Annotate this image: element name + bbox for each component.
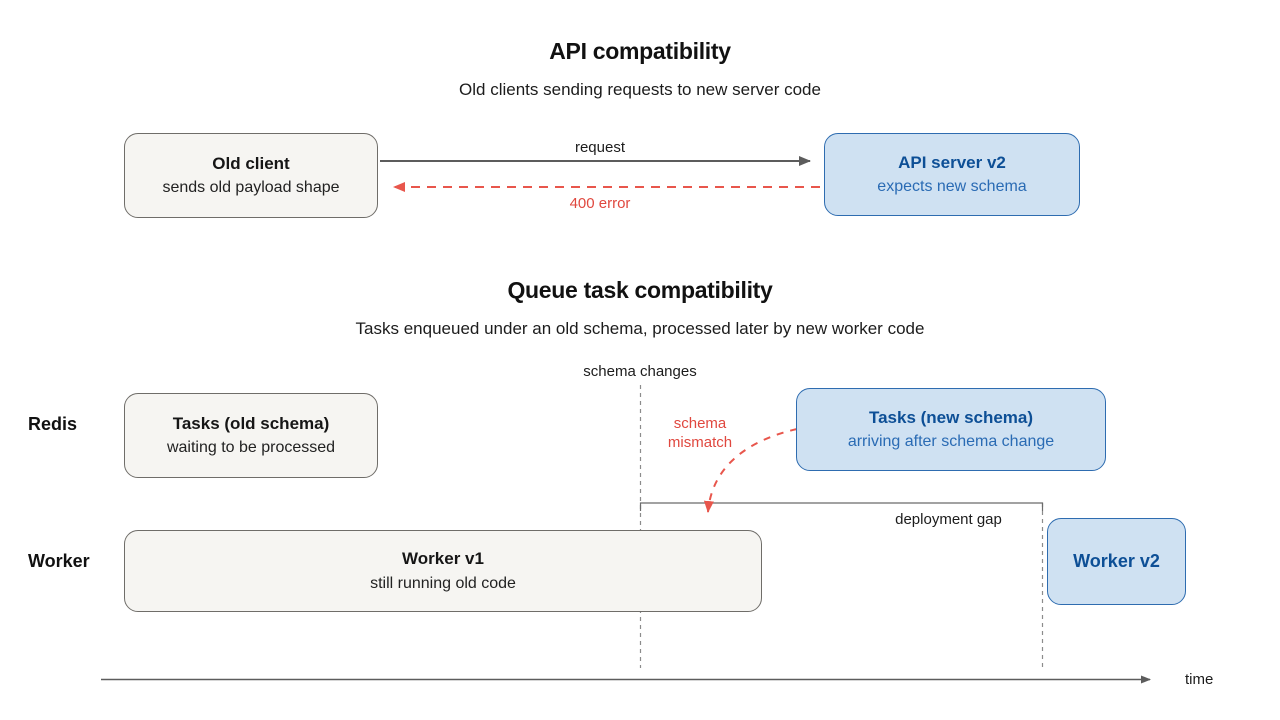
- api-server-v2-node: API server v2 expects new schema: [824, 133, 1080, 216]
- old-client-node: Old client sends old payload shape: [124, 133, 378, 218]
- tasks-old-schema-subtitle: waiting to be processed: [166, 439, 336, 457]
- tasks-old-schema-node: Tasks (old schema) waiting to be process…: [124, 393, 378, 478]
- schema-mismatch-arrow: [703, 428, 798, 513]
- worker-v1-title: Worker v1: [402, 549, 484, 569]
- api-server-v2-subtitle: expects new schema: [877, 178, 1027, 196]
- request-arrow-label: request: [574, 139, 626, 156]
- tasks-new-schema-title: Tasks (new schema): [868, 407, 1034, 427]
- worker-v1-subtitle: still running old code: [370, 574, 516, 592]
- worker-v2-node: Worker v2: [1047, 518, 1186, 605]
- worker-row-label: Worker: [28, 551, 90, 571]
- deployment-gap-bracket: [639, 502, 1044, 511]
- api-section-subtitle: Old clients sending requests to new serv…: [459, 80, 821, 99]
- schema-mismatch-label-line2: mismatch: [667, 434, 733, 451]
- tasks-new-schema-subtitle: arriving after schema change: [847, 433, 1055, 451]
- tasks-old-schema-title: Tasks (old schema): [172, 413, 330, 433]
- api-section-title: API compatibility: [549, 38, 731, 64]
- old-client-title: Old client: [212, 153, 290, 173]
- old-client-subtitle: sends old payload shape: [162, 179, 340, 197]
- schema-changes-label: schema changes: [583, 363, 697, 380]
- deployment-gap-label: deployment gap: [895, 511, 1002, 528]
- schema-mismatch-label-line1: schema: [673, 415, 727, 432]
- worker-v2-title: Worker v2: [1073, 551, 1160, 572]
- api-server-v2-title: API server v2: [898, 152, 1006, 172]
- time-axis-label: time: [1185, 671, 1214, 688]
- schema-mismatch-label: schema mismatch: [650, 414, 750, 452]
- queue-section-title: Queue task compatibility: [507, 277, 773, 303]
- error-arrow-label: 400 error: [569, 195, 631, 212]
- queue-section-subtitle: Tasks enqueued under an old schema, proc…: [355, 319, 925, 338]
- tasks-new-schema-node: Tasks (new schema) arriving after schema…: [796, 388, 1106, 471]
- worker-v1-node: Worker v1 still running old code: [124, 530, 762, 612]
- redis-row-label: Redis: [28, 414, 78, 434]
